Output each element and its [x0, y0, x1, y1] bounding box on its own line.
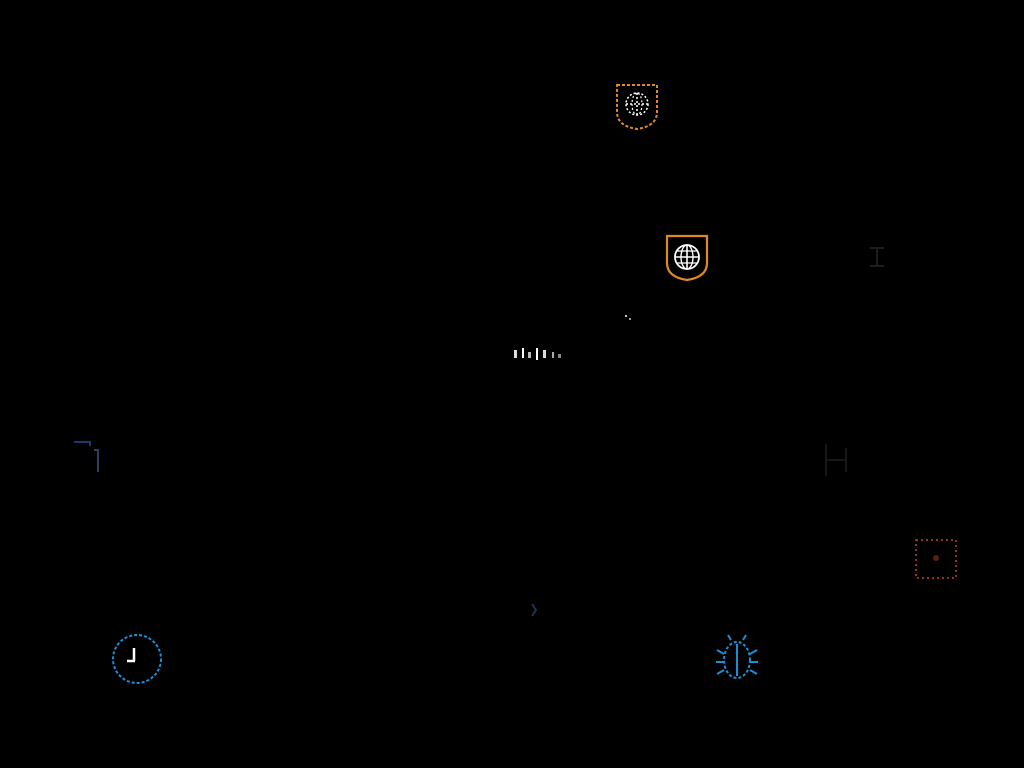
globe-shield-icon[interactable]	[614, 82, 660, 132]
clock-icon[interactable]	[110, 632, 164, 686]
faint-glyph-icon	[816, 438, 856, 482]
faint-document-icon	[68, 436, 108, 480]
faint-dot-icon	[526, 600, 542, 620]
faint-glyph-icon	[862, 242, 892, 272]
square-outline-icon[interactable]	[912, 536, 960, 582]
faint-dot-icon	[622, 310, 636, 324]
globe-shield-icon[interactable]	[664, 233, 710, 283]
faint-keyboard-icon	[510, 340, 566, 376]
bug-icon[interactable]	[714, 632, 760, 686]
